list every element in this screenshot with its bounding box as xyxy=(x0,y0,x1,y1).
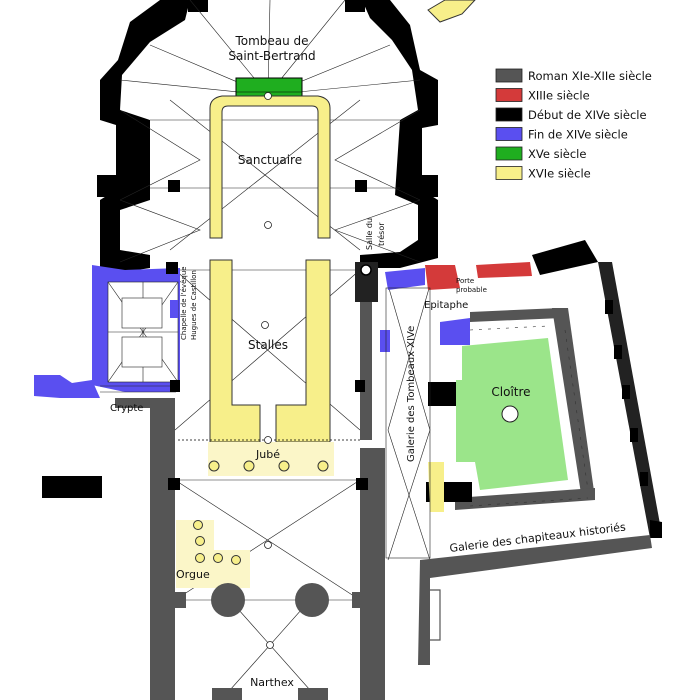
jube-area xyxy=(208,442,334,476)
label-narthex: Narthex xyxy=(250,676,294,689)
legend-swatch-4 xyxy=(495,146,523,161)
top-right-yellow xyxy=(427,0,476,23)
legend-label-2: Début de XIVe siècle xyxy=(528,108,647,122)
label-chapel-2: Hugues de Castillon xyxy=(190,270,198,340)
cloister-walls xyxy=(355,240,662,665)
sanctuary-enclosure xyxy=(209,95,331,239)
label-chapel-1: Chapelle de l'évêque xyxy=(180,266,188,340)
orgue-area xyxy=(176,520,250,588)
label-porte-2: probable xyxy=(456,286,487,294)
jube-columns xyxy=(208,460,329,472)
legend-swatch-3 xyxy=(495,127,523,141)
keystone-markers xyxy=(261,92,274,649)
tresor-stair xyxy=(360,264,372,276)
crypte-stair xyxy=(100,385,176,393)
legend-label-1: XIIIe siècle xyxy=(528,89,590,103)
label-salle-tresor-1: Salle du xyxy=(365,218,374,250)
label-stalles: Stalles xyxy=(248,338,288,352)
legend-swatch-5 xyxy=(495,166,523,180)
label-jube: Jubé xyxy=(255,448,280,461)
legend-label-3: Fin de XIVe siècle xyxy=(528,128,628,142)
detached-block xyxy=(42,476,102,498)
cloister-pillars xyxy=(605,300,648,486)
legend-swatch-0 xyxy=(495,68,523,83)
legend-label-5: XVIe siècle xyxy=(528,167,591,181)
chapelle-hugues-castillon xyxy=(34,265,180,398)
cloister-arcade xyxy=(469,325,589,507)
orgue-columns xyxy=(193,520,241,565)
legend-label-0: Roman XIe-XIIe siècle xyxy=(528,69,652,83)
legend-label-4: XVe siècle xyxy=(528,147,586,161)
legend-swatch-2 xyxy=(495,107,523,122)
label-sanctuaire: Sanctuaire xyxy=(238,153,302,167)
label-epitaphe: Epitaphe xyxy=(424,300,468,311)
label-tombeau-2: Saint-Bertrand xyxy=(228,49,315,63)
label-porte-1: Porte xyxy=(456,277,474,285)
label-orgue: Orgue xyxy=(176,568,210,581)
label-tombeau-1: Tombeau de xyxy=(234,34,308,48)
plan-labels: Tombeau de Saint-Bertrand Sanctuaire Sal… xyxy=(110,34,627,689)
label-salle-tresor-2: trésor xyxy=(376,222,386,246)
legend-swatch-1 xyxy=(495,88,523,102)
label-galerie-tombeaux: Galerie des Tombeaux XIVe xyxy=(406,326,417,462)
label-crypte: Crypte xyxy=(110,403,143,414)
label-cloitre: Cloître xyxy=(491,385,530,399)
apse-walls xyxy=(97,0,438,272)
cloister-well xyxy=(501,405,519,423)
nave-walls-roman xyxy=(115,290,385,700)
